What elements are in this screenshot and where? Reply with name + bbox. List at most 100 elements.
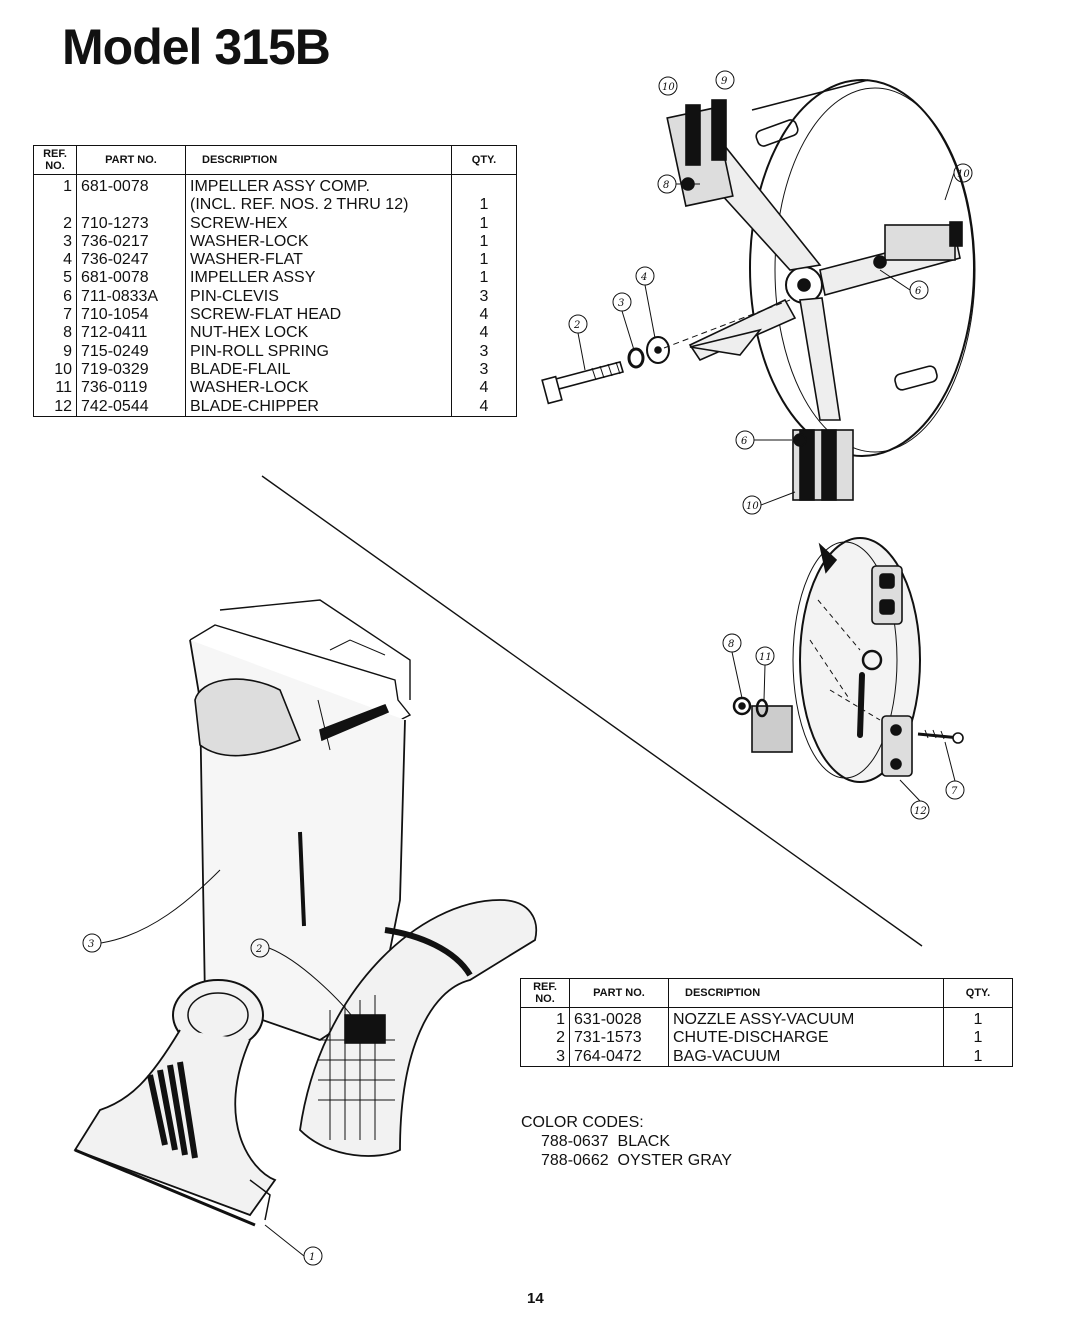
table-header-row: REF. NO. PART NO. DESCRIPTION QTY. (520, 978, 1013, 1008)
description-cell: NOZZLE ASSY-VACUUM (668, 1007, 944, 1030)
part-no-cell: 736-0247 (76, 251, 186, 270)
part-no-cell: 712-0411 (76, 324, 186, 343)
qty-header: QTY. (451, 145, 517, 175)
table-row: (INCL. REF. NOS. 2 THRU 12)1 (33, 196, 517, 215)
callout-label: 10 (957, 169, 970, 180)
color-code-row: 788-0662 OYSTER GRAY (521, 1151, 732, 1170)
description-cell: BLADE-FLAIL (185, 360, 452, 380)
quantity-cell: 4 (451, 306, 517, 325)
callout-label: 7 (951, 786, 958, 797)
callout-label: 12 (914, 806, 927, 817)
callout-label: 4 (640, 272, 647, 283)
quantity-cell: 1 (943, 1007, 1013, 1030)
part-no-cell: 631-0028 (569, 1007, 669, 1030)
part-no-cell: 731-1573 (569, 1029, 669, 1048)
nozzle-drawing (73, 979, 277, 1227)
quantity-cell: 1 (943, 1047, 1013, 1067)
description-cell: BAG-VACUUM (668, 1047, 944, 1067)
qty-header: QTY. (943, 978, 1013, 1008)
discharge-chute-drawing (299, 899, 538, 1157)
callout-label: 8 (663, 180, 669, 191)
callout-label: 6 (741, 436, 748, 447)
callout-label: 3 (618, 298, 624, 309)
description-header: DESCRIPTION (668, 978, 944, 1008)
divider-line (261, 475, 923, 947)
color-code: 788-0662 (541, 1152, 609, 1169)
part-no-cell: 715-0249 (76, 342, 186, 361)
quantity-cell (451, 174, 517, 197)
part-no-cell: 710-1054 (76, 306, 186, 325)
part-no-cell: 681-0078 (76, 269, 186, 288)
quantity-cell: 4 (451, 379, 517, 398)
callout-label: 11 (759, 652, 772, 663)
description-cell: WASHER-LOCK (185, 379, 452, 398)
quantity-cell: 1 (943, 1029, 1013, 1048)
callout-label: 10 (746, 501, 759, 512)
quantity-cell: 4 (451, 397, 517, 417)
callouts: 10 9 8 10 6 4 3 2 6 10 8 11 7 12 3 2 1 (82, 70, 973, 1266)
part-no-cell: 710-1273 (76, 214, 186, 233)
description-cell: PIN-CLEVIS (185, 287, 452, 307)
part-no-cell: 681-0078 (76, 174, 186, 197)
description-cell: IMPELLER ASSY COMP. (185, 174, 452, 197)
color-name: OYSTER GRAY (617, 1152, 732, 1169)
page-number: 14 (527, 1290, 544, 1307)
quantity-cell: 3 (451, 342, 517, 361)
table-header-row: REF. NO. PART NO. DESCRIPTION QTY. (33, 145, 517, 175)
quantity-cell: 1 (451, 269, 517, 288)
ref-no-cell: 10 (33, 360, 77, 380)
quantity-cell: 1 (451, 214, 517, 233)
ref-no-header: REF. NO. (33, 145, 77, 175)
vacuum-bag-drawing (189, 599, 412, 1041)
page-title: Model 315B (62, 19, 331, 75)
callout-label: 10 (662, 82, 675, 93)
description-cell: CHUTE-DISCHARGE (668, 1029, 944, 1048)
description-header: DESCRIPTION (185, 145, 452, 175)
callout-label: 8 (728, 639, 734, 650)
part-no-cell: 736-0119 (76, 379, 186, 398)
description-cell: (INCL. REF. NOS. 2 THRU 12) (185, 196, 452, 215)
color-codes-heading: COLOR CODES: (521, 1114, 644, 1131)
quantity-cell: 1 (451, 251, 517, 270)
description-cell: SCREW-FLAT HEAD (185, 306, 452, 325)
chipper-disc-drawing (732, 537, 964, 783)
color-name: BLACK (617, 1133, 670, 1150)
part-no-header: PART NO. (569, 978, 669, 1008)
ref-no-cell: 12 (33, 397, 77, 417)
callout-label: 6 (915, 286, 922, 297)
callout-label: 2 (255, 944, 262, 955)
part-no-cell: 764-0472 (569, 1047, 669, 1067)
color-code-row: 788-0637 BLACK (521, 1132, 732, 1151)
description-cell: WASHER-FLAT (185, 251, 452, 270)
description-cell: IMPELLER ASSY (185, 269, 452, 288)
description-cell: PIN-ROLL SPRING (185, 342, 452, 361)
impeller-assembly-drawing (541, 79, 976, 501)
callout-label: 3 (88, 939, 94, 950)
color-code: 788-0637 (541, 1133, 609, 1150)
callout-label: 1 (309, 1252, 315, 1263)
quantity-cell: 3 (451, 287, 517, 307)
vacuum-parts-table: REF. NO. PART NO. DESCRIPTION QTY. 1 631-… (520, 978, 1013, 1067)
part-no-cell: 719-0329 (76, 360, 186, 380)
quantity-cell: 4 (451, 324, 517, 343)
part-no-cell: 742-0544 (76, 397, 186, 417)
description-cell: SCREW-HEX (185, 214, 452, 233)
ref-no-header: REF. NO. (520, 978, 570, 1008)
quantity-cell: 1 (451, 232, 517, 252)
part-no-cell: 736-0217 (76, 232, 186, 252)
